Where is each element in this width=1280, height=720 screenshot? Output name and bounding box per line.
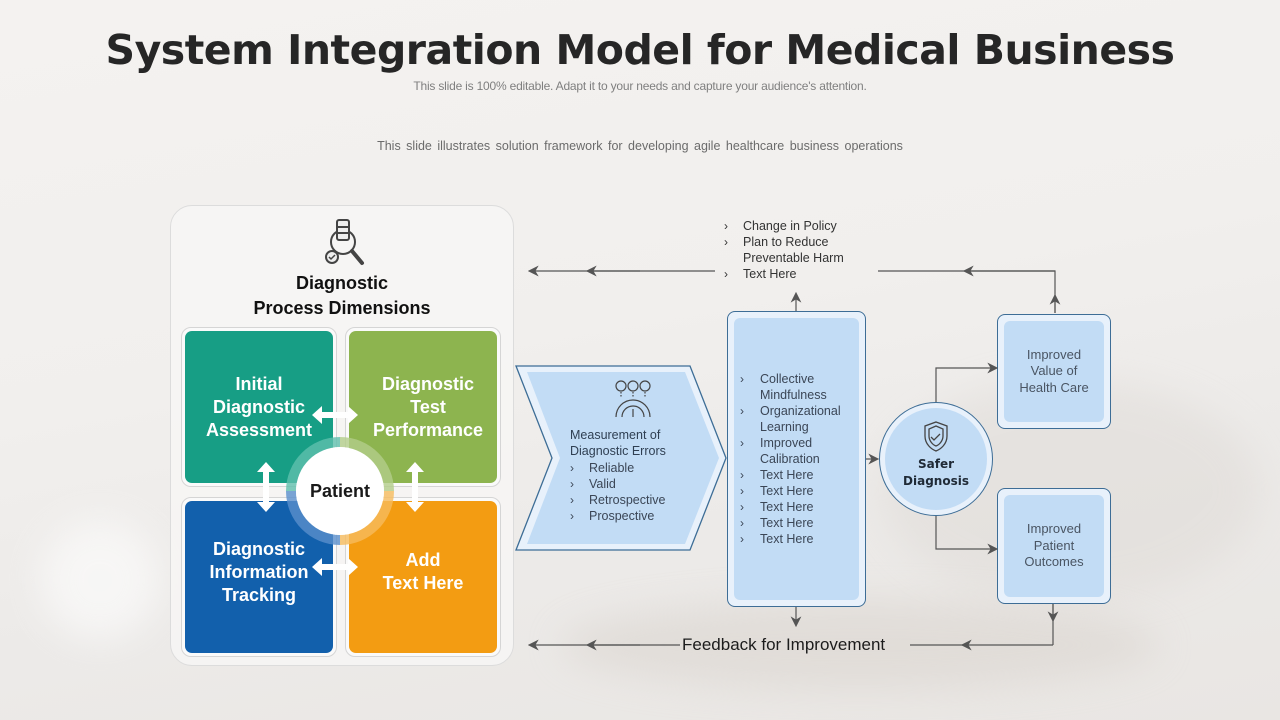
list-item: Collective Mindfulness (740, 371, 864, 403)
tile-text: Diagnostic (212, 396, 305, 417)
result-text: Improved (1026, 521, 1082, 537)
tile-frame-add-text: Add Text Here (345, 497, 501, 657)
list-item: Organizational Learning (740, 403, 864, 435)
safer-diagnosis-circle[interactable] (879, 402, 993, 516)
slide-subtitle: This slide is 100% editable. Adapt it to… (413, 79, 867, 93)
tile-text: Test (410, 396, 446, 417)
list-item: Prospective (570, 508, 666, 524)
panel-heading-line2: Process Dimensions (253, 298, 431, 318)
list-item: Improved Calibration (740, 435, 864, 467)
magnifier-server-gear-icon (325, 219, 364, 265)
slide-title: System Integration Model for Medical Bus… (105, 26, 1175, 74)
result-text: Value of (1030, 363, 1078, 379)
tile-text: Assessment (205, 419, 313, 440)
result-text: Health Care (1019, 379, 1089, 395)
list-item: Retrospective (570, 492, 666, 508)
measurement-block: Measurement of Diagnostic Errors Reliabl… (570, 427, 666, 524)
result-box-fill: Improved Patient Outcomes (1004, 495, 1104, 597)
background-decoration (40, 520, 160, 640)
patient-center-circle[interactable]: Patient (296, 447, 384, 535)
list-item: Plan to Reduce Preventable Harm (724, 234, 874, 266)
result-text: Outcomes (1024, 554, 1084, 570)
safer-diagnosis-line2: Diagnosis (903, 473, 969, 488)
panel-heading-line1: Diagnostic (295, 273, 388, 293)
feedback-label: Feedback for Improvement (682, 635, 886, 654)
panel-heading: Diagnostic Process Dimensions (171, 271, 513, 321)
tile-text: Performance (372, 419, 484, 440)
result-box-fill: Improved Value of Health Care (1004, 321, 1104, 422)
list-item: Text Here (740, 531, 864, 547)
result-text: Patient (1033, 537, 1075, 553)
policy-list: Change in Policy Plan to Reduce Preventa… (724, 218, 874, 282)
dollar-user-clock-gear-gauge-icon (615, 380, 651, 418)
list-item: Reliable (570, 460, 666, 476)
safer-diagnosis-line1: Safer (917, 457, 955, 471)
list-item: Text Here (740, 499, 864, 515)
list-item: Text Here (740, 515, 864, 531)
list-item: Change in Policy (724, 218, 874, 234)
tile-text: Diagnostic (212, 538, 305, 559)
tile-frame-test-performance: Diagnostic Test Performance (345, 327, 501, 487)
tile-text: Add (405, 550, 441, 570)
outcomes-list: Collective Mindfulness Organizational Le… (740, 371, 864, 547)
list-item: Text Here (724, 266, 874, 282)
measurement-title-line1: Measurement of (570, 428, 661, 442)
tile-text: Text Here (382, 573, 464, 593)
tile-text: Tracking (221, 584, 297, 605)
tile-text: Information (209, 561, 309, 582)
list-item: Text Here (740, 483, 864, 499)
result-box-value-of-health-care[interactable]: Improved Value of Health Care (997, 314, 1111, 429)
measurement-title-line2: Diagnostic Errors (570, 444, 666, 458)
measurement-list: Reliable Valid Retrospective Prospective (570, 460, 666, 524)
tile-text: Initial (235, 373, 283, 394)
tile-add-text[interactable]: Add Text Here (349, 501, 497, 653)
tile-text: Diagnostic (381, 373, 474, 394)
result-box-patient-outcomes[interactable]: Improved Patient Outcomes (997, 488, 1111, 604)
top-arrow-line-right (878, 270, 1056, 313)
tile-test-performance[interactable]: Diagnostic Test Performance (349, 331, 497, 483)
result-text: Improved (1026, 346, 1082, 362)
slide-description: This slide illustrates solution framewor… (377, 139, 903, 153)
list-item: Text Here (740, 467, 864, 483)
list-item: Valid (570, 476, 666, 492)
safer-diagnosis-label: Safer Diagnosis (879, 456, 993, 489)
